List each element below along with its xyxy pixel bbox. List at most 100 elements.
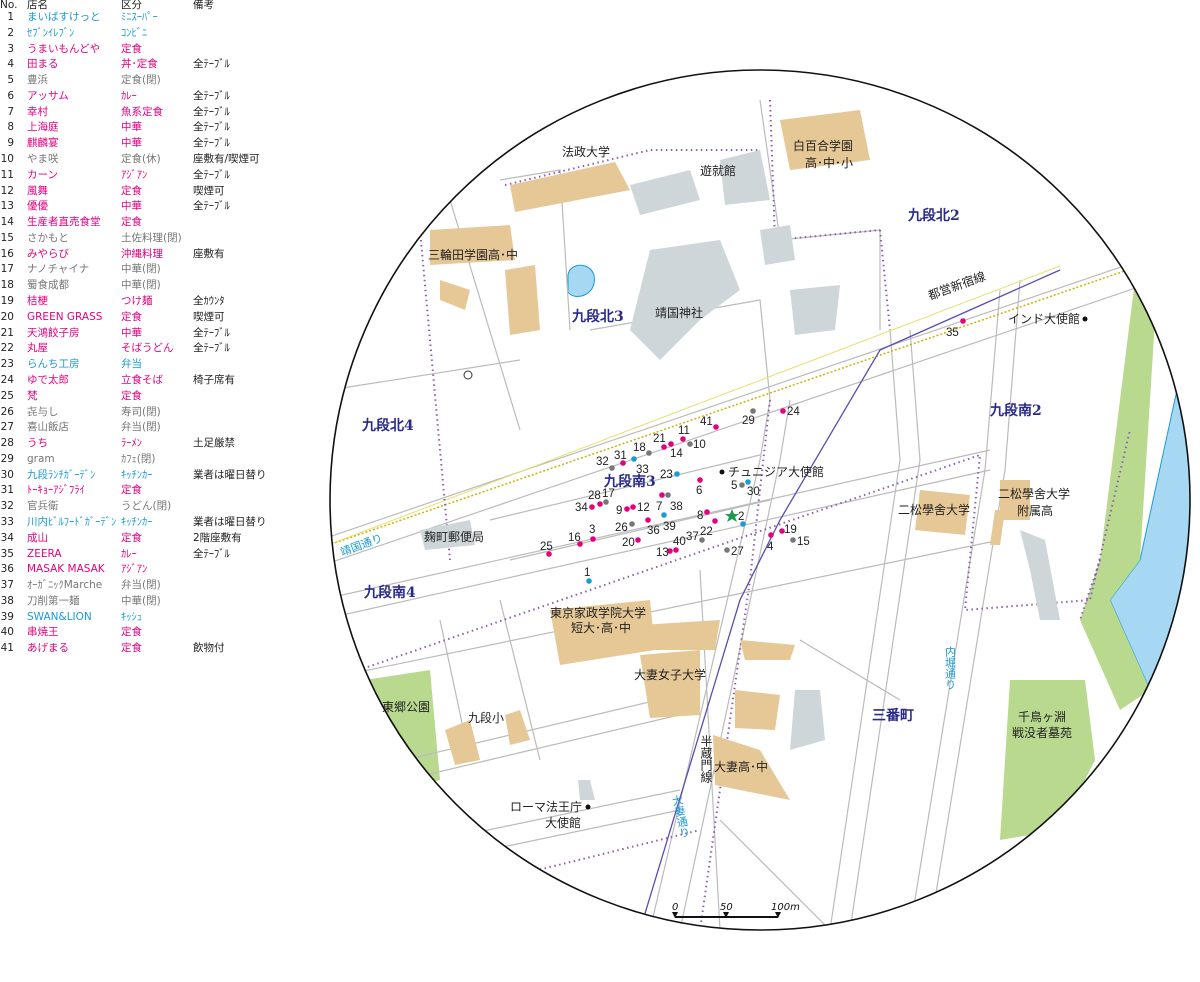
shop-pin-41[interactable]	[713, 424, 719, 430]
shop-pin-39[interactable]	[661, 512, 667, 518]
shop-number: 6	[7, 89, 14, 102]
shop-pin-37[interactable]	[699, 537, 705, 543]
shop-pin-35[interactable]	[960, 318, 966, 324]
shop-number: 24	[0, 373, 14, 386]
shop-pin-label: 15	[797, 536, 810, 548]
shop-name: 串焼王	[27, 626, 59, 639]
label-vatican-embassy: ローマ法王庁	[510, 800, 582, 814]
shop-number: 22	[0, 342, 14, 355]
shop-name: 麒麟宴	[27, 137, 59, 150]
shop-pin-11[interactable]	[680, 436, 686, 442]
shop-pin-12[interactable]	[630, 504, 636, 510]
shop-pin-24[interactable]	[780, 408, 786, 414]
shop-pin-36[interactable]	[645, 517, 651, 523]
shop-pin-8[interactable]	[704, 509, 710, 515]
label-chidorigafuchi: 千鳥ヶ淵	[1018, 709, 1066, 724]
embassy-dot-icon	[719, 469, 725, 475]
shop-category: 中華	[121, 137, 142, 150]
shop-number: 25	[0, 389, 14, 402]
shop-pin-14[interactable]	[668, 441, 674, 447]
label-post-office: 麹町郵便局	[424, 529, 484, 544]
rail-track	[330, 265, 1061, 549]
shop-pin-4[interactable]	[768, 532, 774, 538]
shop-name: 幸村	[27, 105, 48, 118]
shop-pin-7[interactable]	[659, 492, 665, 498]
shop-pin-label: 20	[622, 537, 635, 549]
shop-category: 丼･定食	[121, 58, 158, 71]
shop-pin-21[interactable]	[661, 444, 667, 450]
shop-note: 業者は曜日替り	[193, 515, 267, 528]
shop-pin-label: 34	[575, 502, 588, 514]
shop-name: 喜山飯店	[27, 421, 69, 434]
shop-name: GREEN GRASS	[27, 310, 103, 323]
shop-pin-label: 18	[633, 442, 646, 454]
shop-note: 椅子席有	[193, 373, 235, 386]
shop-pin-34[interactable]	[589, 504, 595, 510]
shop-category: 弁当(閉)	[121, 579, 161, 592]
shop-pin-25[interactable]	[546, 551, 552, 557]
shop-pin-1[interactable]	[586, 578, 592, 584]
shop-pin-3[interactable]	[590, 536, 596, 542]
shop-pin-22[interactable]	[712, 518, 718, 524]
shop-name: 田まる	[27, 58, 59, 71]
shop-pin-28[interactable]	[597, 501, 603, 507]
shop-pin-18[interactable]	[646, 450, 652, 456]
shop-category: 寿司(閉)	[121, 405, 161, 418]
shop-number: 10	[0, 153, 14, 166]
shop-category: 定食	[121, 626, 142, 639]
shop-number: 27	[0, 421, 14, 434]
shop-name: 川内ﾋﾞﾙﾌｰﾄﾞｶﾞｰﾃﾞﾝ	[27, 515, 117, 528]
label-india-embassy: インド大使館	[1008, 311, 1080, 326]
shop-pin-9[interactable]	[624, 506, 630, 512]
shop-pin-2[interactable]	[740, 521, 746, 527]
shop-number: 11	[0, 168, 14, 181]
shop-name: やま咲	[27, 153, 59, 166]
shop-number: 41	[0, 642, 14, 655]
shop-pin-40[interactable]	[673, 547, 679, 553]
shop-name: みやらび	[27, 247, 69, 260]
label-yushukan: 遊就館	[700, 163, 736, 178]
shop-number: 28	[0, 437, 14, 450]
shop-pin-6[interactable]	[697, 477, 703, 483]
shop-pin-26[interactable]	[629, 521, 635, 527]
shop-pin-17[interactable]	[603, 499, 609, 505]
shop-pin-label: 35	[946, 327, 959, 339]
shop-name: ZEERA	[27, 547, 62, 560]
shop-pin-10[interactable]	[687, 441, 693, 447]
shrine-symbol-icon	[463, 370, 473, 380]
shop-note: 座敷有	[193, 247, 225, 260]
shop-pin-27[interactable]	[724, 547, 730, 553]
shop-pin-5[interactable]	[739, 482, 745, 488]
label-nisho-fuzoku-2: 附属高	[1017, 503, 1053, 518]
shop-name: まいばすけっと	[27, 11, 101, 23]
shop-pin-23[interactable]	[674, 471, 680, 477]
shop-pin-30[interactable]	[745, 479, 751, 485]
shop-pin-label: 25	[540, 541, 553, 553]
shop-pin-15[interactable]	[790, 537, 796, 543]
shop-pin-label: 6	[696, 485, 702, 497]
shop-note: 全ｶｳﾝﾀ	[193, 295, 225, 308]
shop-pin-32[interactable]	[609, 465, 615, 471]
label-hosei: 法政大学	[562, 144, 610, 159]
shop-pin-13[interactable]	[667, 548, 673, 554]
shop-number: 2	[7, 26, 14, 39]
shop-pin-29[interactable]	[750, 408, 756, 414]
shop-name: 風舞	[27, 184, 48, 197]
shop-name: 梵	[27, 389, 38, 402]
shop-pin-16[interactable]	[577, 541, 583, 547]
shop-pin-38[interactable]	[665, 492, 671, 498]
shop-pin-19[interactable]	[779, 528, 785, 534]
shop-pin-33[interactable]	[631, 456, 637, 462]
shinjuku-line	[330, 244, 1190, 549]
shop-pin-31[interactable]	[620, 460, 626, 466]
shop-pin-20[interactable]	[635, 537, 641, 543]
